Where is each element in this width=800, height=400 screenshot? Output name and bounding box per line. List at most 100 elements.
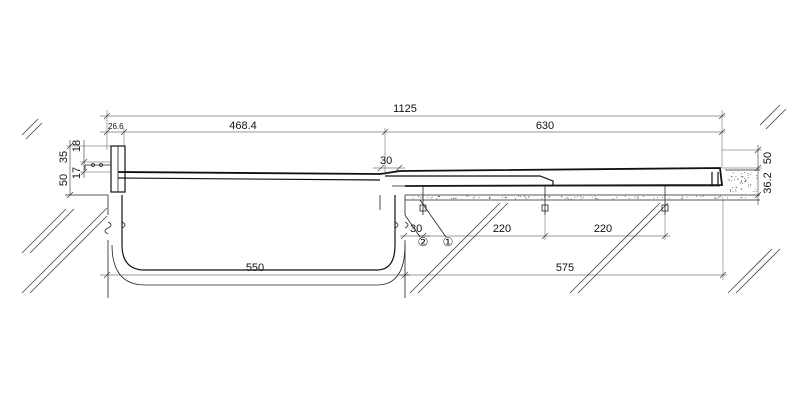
stipple-dot <box>581 197 583 199</box>
callout-two: ② <box>418 235 429 249</box>
stipple-dot <box>740 182 742 184</box>
span-dimensions <box>100 128 726 175</box>
gutter-trough <box>104 195 409 286</box>
stipple-dot <box>576 196 578 198</box>
stipple-dot <box>427 196 429 198</box>
stipple-dot <box>741 197 743 199</box>
dim-height-17-label: 17 <box>71 167 83 179</box>
stipple-dot <box>455 197 456 199</box>
stipple-dot <box>489 196 490 198</box>
dim-trough-width-label: 550 <box>246 262 264 274</box>
stipple-dot <box>528 196 530 198</box>
stipple-dot <box>548 197 550 198</box>
stipple-dot <box>722 197 724 199</box>
stipple-dot <box>439 196 441 198</box>
stipple-dot <box>504 197 506 199</box>
stipple-dot <box>561 195 563 197</box>
dim-left-span-label: 468.4 <box>229 120 257 132</box>
stipple-dot <box>718 197 719 199</box>
stipple-dot <box>643 196 644 197</box>
concrete-stipple <box>412 172 758 200</box>
stipple-dot <box>735 190 737 192</box>
stipple-dot <box>466 195 468 197</box>
stipple-dot <box>597 198 599 200</box>
stipple-dot <box>742 176 744 178</box>
stipple-dot <box>735 186 737 188</box>
stipple-dot <box>478 197 480 199</box>
stipple-dot <box>741 173 742 175</box>
stipple-dot <box>594 198 596 199</box>
stipple-dot <box>756 178 758 179</box>
right-slab-outline <box>404 169 760 298</box>
stipple-dot <box>747 173 749 174</box>
stipple-dot <box>734 189 736 191</box>
stipple-dot <box>506 197 507 198</box>
stipple-dot <box>744 181 746 183</box>
stipple-dot <box>436 198 438 200</box>
stipple-dot <box>753 190 755 192</box>
stipple-dot <box>740 181 742 183</box>
anchor-spacing-dimensions <box>420 215 670 240</box>
stipple-dot <box>730 191 732 193</box>
stipple-dot <box>430 197 432 199</box>
bottom-dimensions <box>100 200 727 280</box>
stipple-dot <box>741 180 742 182</box>
stipple-dot <box>740 197 742 198</box>
stipple-dot <box>520 196 522 197</box>
stipple-dot <box>595 198 597 200</box>
stipple-dot <box>700 195 702 197</box>
stipple-dot <box>574 196 576 198</box>
stipple-dot <box>504 196 506 198</box>
stipple-dot <box>755 190 757 192</box>
stipple-dot <box>501 196 503 198</box>
overall-dimension <box>100 110 726 168</box>
stipple-dot <box>747 177 749 179</box>
stipple-dot <box>561 196 563 198</box>
stipple-dot <box>731 180 733 182</box>
stipple-dot <box>681 198 683 200</box>
stipple-dot <box>715 198 717 200</box>
stipple-dot <box>727 178 729 180</box>
stipple-dot <box>467 195 469 197</box>
stipple-dot <box>570 198 572 200</box>
stipple-dot <box>732 172 734 174</box>
stipple-dot <box>656 197 658 199</box>
stipple-dot <box>727 197 728 199</box>
dim-right-base-label: 575 <box>556 262 574 274</box>
stipple-dot <box>567 198 569 200</box>
stipple-dot <box>431 196 433 198</box>
stipple-dot <box>582 196 584 198</box>
dim-height-35-label: 35 <box>58 151 70 163</box>
stipple-dot <box>637 197 639 198</box>
dim-height-50-right-label: 50 <box>762 152 774 164</box>
dim-overall-label: 1125 <box>393 103 417 115</box>
stipple-dot <box>668 197 670 199</box>
stipple-dot <box>718 196 720 198</box>
stipple-dot <box>565 197 567 199</box>
stipple-dot <box>740 176 742 178</box>
stipple-dot <box>729 189 731 191</box>
stipple-dot <box>518 195 520 197</box>
stipple-dot <box>735 176 737 178</box>
stipple-dot <box>591 196 593 198</box>
stipple-dot <box>453 197 455 199</box>
dim-right-span-label: 630 <box>536 120 554 132</box>
dim-anchor-spacing-1-label: 220 <box>493 223 511 235</box>
left-slab-outline <box>65 194 109 298</box>
stipple-dot <box>566 197 568 199</box>
stipple-dot <box>731 176 733 177</box>
stipple-dot <box>686 196 688 198</box>
anchors <box>419 186 669 215</box>
dim-anchor-spacing-2-label: 220 <box>594 223 612 235</box>
stipple-dot <box>745 179 747 181</box>
stipple-dot <box>488 197 490 199</box>
stipple-dot <box>417 196 419 197</box>
stipple-dot <box>715 196 717 198</box>
stipple-dot <box>743 178 745 180</box>
stipple-dot <box>612 198 614 200</box>
stipple-dot <box>741 188 743 190</box>
stipple-dot <box>636 196 638 197</box>
stipple-dot <box>451 198 452 200</box>
stipple-dot <box>514 198 516 200</box>
callout-leaders <box>404 199 447 238</box>
